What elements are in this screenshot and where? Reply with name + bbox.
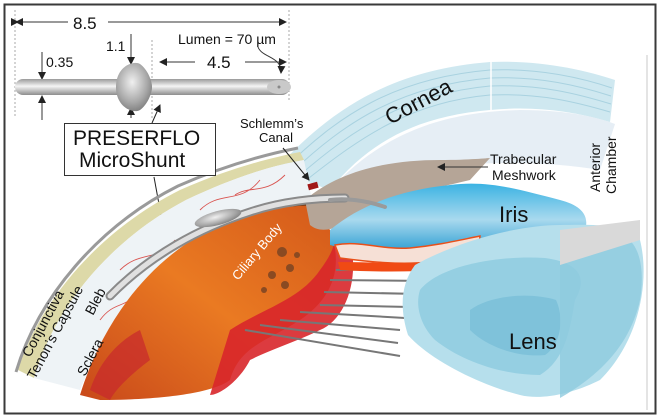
lens-cut-face (560, 235, 642, 398)
shunt-lumen (277, 85, 281, 89)
conjunctiva-band (14, 146, 299, 373)
device-schematic: 8.5 4.5 Lumen = 70 µm 0.35 1.1 (11, 10, 291, 120)
implanted-shunt (107, 195, 348, 299)
dim-fin-width: 1.1 (106, 38, 126, 54)
preserflo-callout: PRESERFLO MicroShunt (64, 123, 216, 176)
label-iris: Iris (499, 202, 528, 227)
lumen-pointer (257, 46, 286, 74)
dim-lumen: Lumen = 70 µm (178, 31, 276, 47)
label-schlemms-canal-1: Schlemm’s (240, 116, 304, 131)
callout-arrow-schematic (151, 104, 161, 124)
trabecular-meshwork-shape (305, 158, 490, 230)
label-trabecular-1: Trabecular (490, 151, 557, 167)
ciliary-blood (90, 330, 150, 400)
cornea-layers (282, 69, 613, 179)
lens-capsule-top (560, 220, 640, 265)
callout-line-2: MicroShunt (79, 149, 186, 172)
label-schlemms-canal-2: Canal (259, 130, 293, 145)
shunt-tube (15, 79, 290, 95)
shunt-fin (116, 62, 152, 112)
dim-outer-diameter: 0.35 (46, 54, 73, 70)
dim-distal-length: 4.5 (207, 53, 231, 72)
label-anterior-1: Anterior (587, 143, 603, 192)
cornea-shape (275, 61, 615, 190)
label-trabecular-2: Meshwork (492, 167, 557, 183)
pigment-clusters (261, 247, 300, 293)
label-lens: Lens (509, 329, 557, 354)
implanted-shunt-fin (194, 208, 242, 228)
ciliary-processes (210, 215, 354, 395)
lens-nucleus (470, 295, 561, 356)
callout-line-1: PRESERFLO (73, 127, 201, 150)
schlemms-canal-shape (307, 181, 319, 191)
schlemms-canal-pointer (282, 147, 310, 181)
implanted-shunt-tip (328, 197, 387, 209)
label-anterior-2: Chamber (603, 136, 619, 194)
anatomy (14, 61, 644, 400)
dim-total-length: 8.5 (73, 14, 97, 33)
iris-shape (330, 183, 587, 256)
